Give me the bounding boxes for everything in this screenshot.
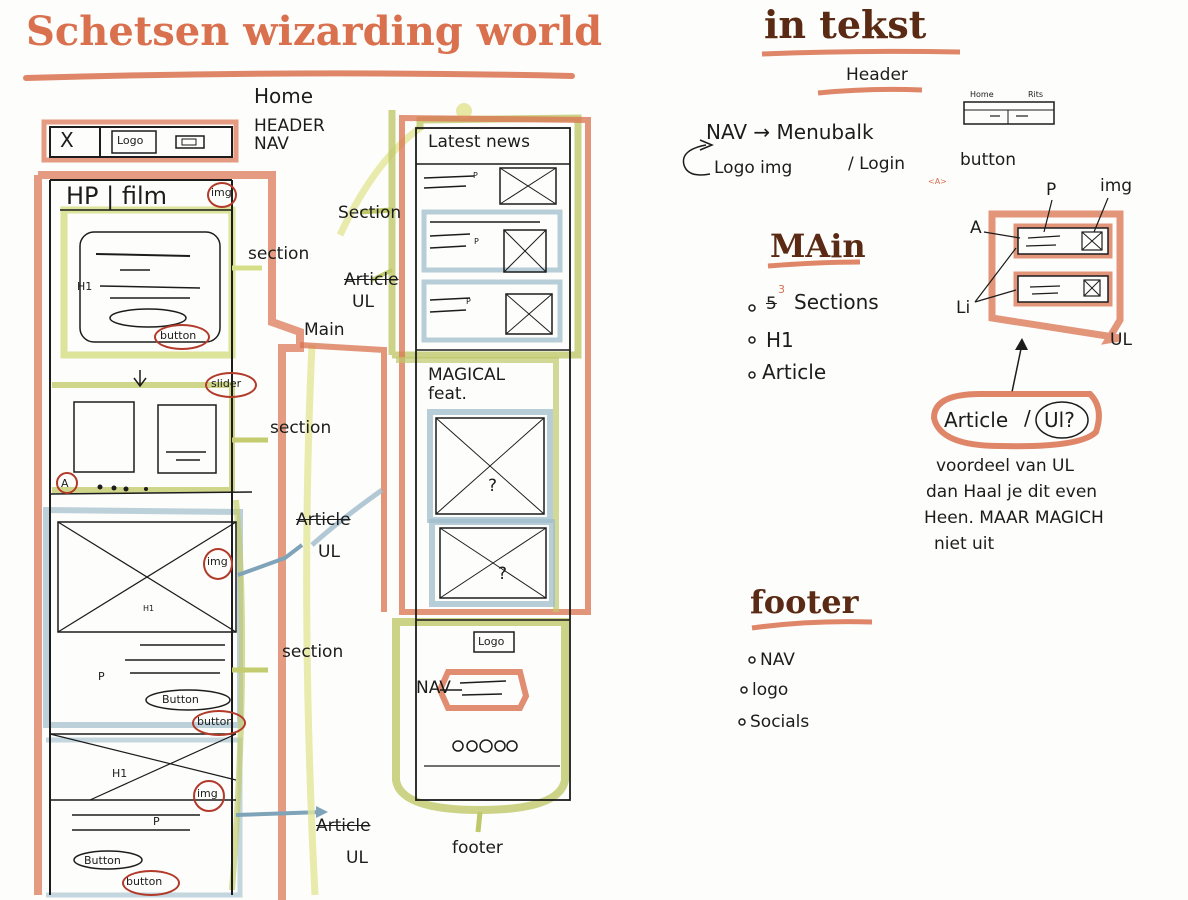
page-title: Schetsen wizarding world (26, 8, 603, 55)
main-underline (767, 259, 861, 269)
h1-label-2: H1 (143, 604, 155, 613)
header-close-x: X (60, 128, 74, 152)
note-line-2: dan Haal je dit even (926, 482, 1098, 502)
diagram-p-label: P (1046, 180, 1057, 200)
slider-circle (205, 372, 257, 398)
annotation-footer: footer (452, 838, 503, 858)
button-label-2: Button (162, 693, 199, 706)
header-logo-text: Logo (117, 134, 144, 147)
img-circle-3 (193, 780, 225, 812)
right-page-title: in tekst (764, 2, 927, 47)
middle-yellow (303, 125, 423, 896)
main-sections: Sections (794, 290, 879, 314)
magical-feat-heading: MAGICAL feat. (428, 365, 506, 404)
hero-heading: HP | film (66, 182, 168, 210)
diagram-li-label: Li (956, 298, 971, 318)
button-circle-3 (192, 710, 246, 736)
button-circle-1 (154, 324, 210, 350)
footer-item-socials: Socials (750, 712, 810, 732)
footer-item-nav: NAV (760, 650, 795, 670)
title-underline (23, 70, 575, 81)
p-label-4: P (474, 237, 479, 246)
p-label-3: P (473, 171, 478, 180)
footer-heading: footer (750, 583, 859, 621)
h1-label-1: H1 (77, 280, 93, 293)
annotation-section-2: section (270, 418, 332, 438)
annotation-article-1: Article (296, 510, 351, 530)
button-circle-5 (122, 870, 180, 896)
middle-orange-main (299, 342, 387, 612)
footer-item-logo: logo (752, 680, 789, 700)
note-line-3: Heen. MAAR MAGICH (924, 508, 1104, 528)
main-struck-count: 5 (766, 294, 777, 314)
home-label: Home (254, 84, 314, 108)
main-article: Article (762, 360, 827, 384)
nav-line: NAV → Menubalk (706, 120, 874, 144)
header-underline (817, 86, 923, 96)
annotation-section-cap: Section (338, 203, 402, 223)
h1-label-3: H1 (112, 767, 128, 780)
pill-slash: / (1024, 406, 1031, 430)
footer-logo-text: Logo (478, 635, 505, 648)
annotation-ul-2: UL (346, 848, 368, 868)
annotation-section-3: section (282, 642, 344, 662)
header-outline (41, 119, 239, 163)
middle-green-2 (396, 357, 559, 612)
annotation-main: Main (304, 320, 345, 340)
logo-line: Logo img (714, 158, 793, 178)
annotation-section-1: section (248, 244, 310, 264)
diagram-img-label: img (1100, 176, 1133, 196)
header-heading: Header (846, 65, 908, 85)
header-nav-label: HEADER NAV (254, 116, 325, 154)
img-circle-2 (203, 548, 233, 580)
note-line-1: voordeel van UL (936, 456, 1074, 476)
login-anchor-tag: <A> (928, 177, 947, 186)
diagram-a-label: A (970, 218, 982, 238)
main-h1: H1 (766, 328, 794, 352)
login-line: / Login (848, 154, 905, 174)
footer-nav-label: NAV (416, 678, 451, 698)
button-word: button (960, 150, 1017, 170)
main-outline (34, 171, 304, 900)
intekst-underline (761, 48, 961, 57)
p-label-2: P (153, 815, 160, 828)
question-mark-1: ? (488, 476, 498, 496)
mini-nav-rits: Rits (1028, 90, 1044, 99)
note-line-4: niet uit (934, 534, 995, 554)
img-circle-1 (207, 182, 237, 208)
header-box (49, 126, 233, 158)
main-new-count: 3 (778, 283, 785, 296)
annotation-ul-3: UL (352, 292, 374, 312)
pill-article: Article (944, 408, 1009, 432)
pill-ul: Ul? (1044, 408, 1075, 432)
middle-orange (399, 114, 591, 615)
diagram-ul-label: UL (1110, 330, 1132, 350)
footer-green (392, 618, 569, 815)
section-green-2 (52, 382, 235, 493)
button-label-4: Button (84, 854, 121, 867)
question-mark-2: ? (498, 564, 508, 584)
main-heading: MAin (770, 227, 866, 265)
mini-nav-home: Home (970, 90, 994, 99)
a-circle-1 (56, 472, 78, 494)
article-blue (43, 506, 243, 728)
annotation-article-2: Article (316, 816, 371, 836)
latest-news-heading: Latest news (428, 132, 530, 152)
annotation-ul-1: UL (318, 542, 340, 562)
footer-underline (751, 619, 873, 631)
annotation-article-3: Article (344, 270, 399, 290)
p-label-1: P (98, 670, 105, 683)
p-label-5: P (466, 297, 471, 306)
